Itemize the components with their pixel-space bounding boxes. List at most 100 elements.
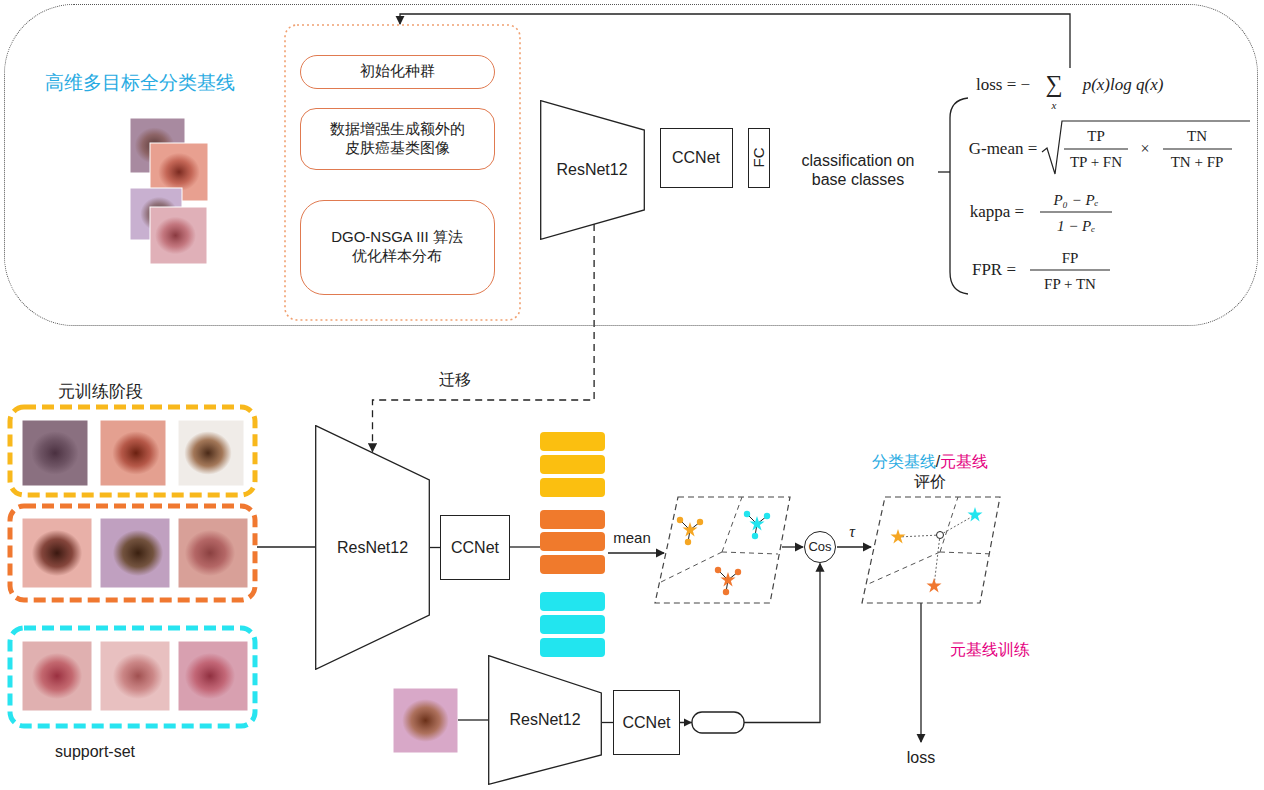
lesion-image — [22, 518, 92, 588]
text-label: kappa = — [970, 202, 1024, 222]
node-label: CCNet — [451, 538, 499, 558]
optimisation-frame — [285, 25, 520, 320]
bracket-stem — [938, 171, 950, 172]
text-label: 1 − Pₑ — [1057, 217, 1095, 235]
node-label: ResNet12 — [337, 538, 408, 558]
support-group — [10, 506, 255, 600]
lesion-image — [100, 420, 166, 486]
lesion-image — [393, 688, 458, 753]
module-box: CCNet — [660, 128, 733, 188]
node-label: ResNet12 — [509, 710, 580, 730]
lesion-image — [178, 518, 248, 588]
connector — [430, 547, 440, 548]
formula-bracket — [950, 98, 968, 294]
node-label: DGO-NSGA III 算法优化样本分布 — [327, 228, 467, 266]
feature-vector — [540, 510, 605, 529]
feature-vector — [540, 455, 605, 474]
fraction-bar — [1040, 211, 1112, 212]
text-label: x — [1052, 99, 1057, 112]
text-label: FPR = — [972, 260, 1016, 280]
arrow-head — [684, 719, 692, 727]
backbone-trapezoid: ResNet12 — [488, 655, 602, 785]
query-embedding — [692, 712, 744, 733]
text-label: p(x)log q(x) — [1083, 75, 1164, 95]
text-label: / — [936, 452, 940, 471]
lesion-image — [22, 641, 92, 711]
node-label: 初始化种群 — [360, 62, 435, 81]
backbone-trapezoid: ResNet12 — [315, 425, 430, 670]
text-label: 元基线 — [940, 452, 988, 471]
lesion-image — [100, 641, 170, 711]
feature-vector — [540, 432, 605, 451]
prototype-plane — [655, 497, 790, 603]
text-label: classification on base classes — [783, 151, 933, 189]
input-line — [257, 546, 315, 547]
text-label: TP + FN — [1070, 153, 1122, 171]
lesion-image — [178, 641, 248, 711]
feature-vector — [540, 592, 605, 611]
text-label: 分类基线 — [872, 452, 936, 471]
lesion-image — [100, 518, 170, 588]
text-label: 评价 — [914, 472, 946, 491]
fraction-bar — [1030, 269, 1110, 270]
connector — [680, 564, 820, 723]
text-label: 元基线训练 — [950, 640, 1030, 659]
result-plane — [862, 497, 1000, 603]
process-box: 初始化种群 — [300, 55, 495, 89]
feature-line — [510, 546, 540, 547]
text-label: mean — [613, 529, 651, 547]
feature-vector — [540, 478, 605, 497]
proto-arrow — [782, 546, 803, 547]
feature-vector — [540, 555, 605, 574]
text-label: × — [1140, 139, 1149, 158]
radical-sign — [1042, 121, 1250, 174]
mean-arrow — [608, 552, 664, 553]
support-group — [10, 407, 255, 495]
node-label: FC — [749, 148, 768, 168]
module-box: CCNet — [440, 515, 510, 580]
feature-vector — [540, 638, 605, 657]
text-label: G-mean = — [969, 139, 1038, 159]
node-label: 数据增强生成额外的皮肤癌基类图像 — [330, 120, 465, 158]
text-label: TP — [1087, 127, 1105, 145]
text-label: loss — [907, 748, 935, 767]
feature-vector — [540, 615, 605, 634]
process-box: DGO-NSGA III 算法优化样本分布 — [300, 200, 495, 295]
tau-arrow — [837, 546, 871, 547]
text-label: support-set — [55, 742, 135, 761]
text-label: FP — [1062, 249, 1079, 267]
text-label: TN — [1187, 127, 1207, 145]
node-label: ResNet12 — [556, 160, 627, 180]
text-label: TN + FP — [1171, 153, 1224, 171]
node-label: Cos — [808, 539, 831, 555]
text-label: τ — [849, 522, 855, 541]
fc-box: FC — [748, 128, 770, 188]
lesion-image — [22, 420, 88, 486]
node-label: 高维多目标全分类基线 — [45, 71, 235, 95]
text-label: ∑ — [1045, 70, 1062, 99]
backbone-trapezoid: ResNet12 — [540, 100, 645, 240]
edge-label: 迁移 — [436, 370, 474, 389]
title-row: 分类基线/元基线 — [872, 452, 988, 471]
feature-vector — [540, 532, 605, 551]
support-group — [10, 628, 255, 726]
loss-arrow — [920, 603, 921, 742]
cosine-circle: Cos — [804, 531, 836, 563]
lesion-image — [150, 207, 207, 264]
process-box: 数据增强生成额外的皮肤癌基类图像 — [300, 108, 495, 170]
lesion-image — [178, 420, 244, 486]
text-label: FP + TN — [1044, 275, 1096, 293]
feedback-arrow — [400, 14, 1070, 68]
fraction-bar — [1064, 148, 1128, 149]
fraction-bar — [1163, 148, 1232, 149]
text-label: P₀ − Pₑ — [1053, 191, 1098, 209]
text-label: loss = − — [976, 75, 1030, 95]
node-label: CCNet — [672, 148, 720, 168]
query-line — [458, 719, 488, 720]
module-box: CCNet — [613, 690, 680, 755]
connector — [602, 722, 613, 723]
text-label: 元训练阶段 — [58, 382, 143, 402]
